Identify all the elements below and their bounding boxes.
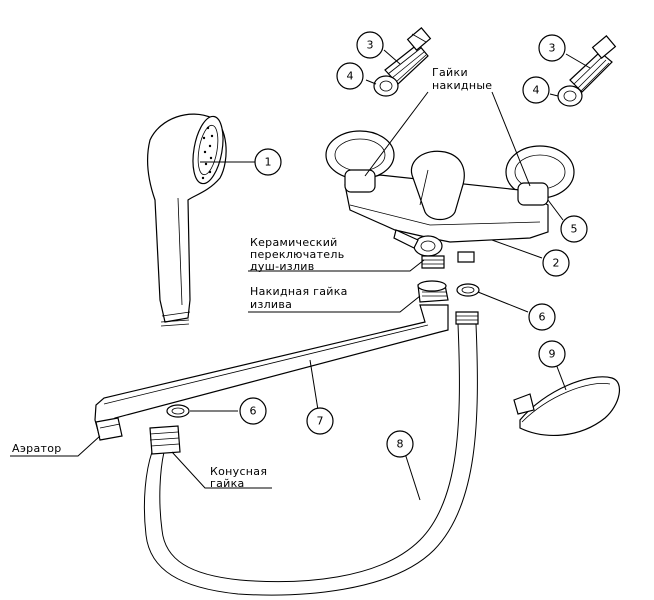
- shower-head-holes: [201, 126, 214, 180]
- svg-text:Керамический: Керамический: [250, 236, 338, 249]
- callout-6-lower: 6: [239, 397, 267, 425]
- callout-3-right: 3: [538, 34, 566, 62]
- shower-head: [146, 113, 227, 327]
- svg-text:2: 2: [553, 257, 560, 270]
- svg-text:Накидная гайка: Накидная гайка: [250, 285, 348, 298]
- eccentric-left: [384, 27, 432, 85]
- svg-text:гайка: гайка: [210, 477, 245, 490]
- svg-text:накидные: накидные: [432, 79, 492, 92]
- spout-nut: [417, 280, 449, 303]
- shower-holder: [513, 376, 621, 437]
- svg-text:5: 5: [571, 223, 578, 236]
- eccentric-right: [569, 35, 617, 93]
- callout-5: 5: [560, 215, 588, 243]
- callout-1: 1: [254, 148, 282, 176]
- washer-right: [557, 85, 583, 107]
- svg-text:излива: излива: [250, 298, 292, 311]
- label-spout-nut: Накидная гайка излива: [250, 285, 348, 311]
- spout: [94, 304, 449, 441]
- label-gaiki-nakidnye: Гайки накидные: [432, 66, 492, 92]
- svg-text:душ-излив: душ-излив: [250, 260, 315, 273]
- svg-text:4: 4: [533, 84, 540, 97]
- svg-text:6: 6: [539, 311, 546, 324]
- callout-9: 9: [538, 340, 566, 368]
- svg-text:Конусная: Конусная: [210, 465, 267, 478]
- svg-text:4: 4: [347, 70, 354, 83]
- shower-hose: [143, 311, 479, 596]
- svg-text:Аэратор: Аэратор: [12, 442, 62, 455]
- callout-8: 8: [386, 430, 414, 458]
- gasket-lower: [166, 404, 190, 418]
- callout-4-left: 4: [336, 62, 364, 90]
- svg-text:6: 6: [250, 405, 257, 418]
- svg-text:переключатель: переключатель: [250, 248, 344, 261]
- callout-3-left: 3: [356, 31, 384, 59]
- svg-text:7: 7: [317, 415, 324, 428]
- callout-4-right: 4: [522, 76, 550, 104]
- gasket-upper: [456, 283, 480, 297]
- mixer-body: [325, 130, 575, 269]
- callout-7: 7: [306, 407, 334, 435]
- leader-lines: [10, 49, 591, 501]
- svg-text:Гайки: Гайки: [432, 66, 468, 79]
- label-aerator: Аэратор: [12, 442, 62, 455]
- washer-left: [373, 75, 399, 97]
- svg-text:9: 9: [549, 348, 556, 361]
- svg-text:3: 3: [549, 42, 556, 55]
- callout-2: 2: [542, 249, 570, 277]
- label-ceramic-switch: Керамический переключатель душ-излив: [250, 236, 344, 273]
- callout-6-upper: 6: [528, 303, 556, 331]
- svg-text:8: 8: [397, 438, 404, 451]
- svg-text:1: 1: [265, 156, 272, 169]
- label-cone-nut: Конусная гайка: [210, 465, 267, 490]
- svg-text:3: 3: [367, 39, 374, 52]
